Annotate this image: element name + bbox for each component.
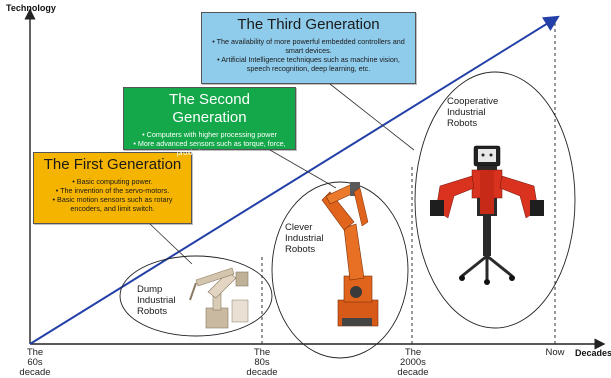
third-generation-box: The Third Generation The availability of…: [201, 12, 416, 84]
robot-label-line: Robots: [137, 306, 168, 317]
tick-label-line: The: [253, 347, 271, 358]
first-generation-box: The First Generation Basic computing pow…: [33, 152, 192, 224]
technology-trend-line: [29, 15, 560, 345]
robot-label-line: Industrial: [447, 107, 486, 118]
tick-label-line: The: [26, 347, 44, 358]
tick-label-line: Now: [545, 347, 565, 358]
bullet-item: Basic computing power.: [40, 177, 185, 186]
robot-label-line: Robots: [285, 244, 316, 255]
cooperative-robot-icon: [430, 145, 544, 285]
second-generation-title: The Second Generation: [169, 91, 250, 126]
dump-robot-arm-icon: [189, 267, 249, 329]
robot-label-line: Clever: [285, 222, 313, 233]
robot-label-line: Robots: [447, 118, 478, 129]
clever-robots-label: Clever Industrial Robots: [285, 222, 324, 255]
second-generation-bullets: Computers with higher processing power M…: [130, 130, 289, 157]
cooperative-robots-ellipse: [414, 71, 576, 329]
second-generation-box: The Second Generation Computers with hig…: [123, 87, 296, 157]
clever-robots-ellipse: [271, 181, 409, 359]
first-generation-title: The First Generation: [43, 156, 182, 173]
y-axis-title: Technology: [6, 3, 56, 13]
tick-label-60s: The 60s decade: [18, 348, 52, 378]
dump-robots-ellipse: [119, 255, 273, 337]
robot-label-line: Dump: [137, 284, 163, 295]
cooperative-robots-label: Cooperative Industrial Robots: [447, 96, 498, 129]
connector-first-generation: [149, 223, 193, 265]
bullet-item: The availability of more powerful embedd…: [208, 37, 409, 55]
bullet-item: Basic motion sensors such as rotary enco…: [40, 195, 185, 213]
dump-robots-label: Dump Industrial Robots: [137, 284, 176, 317]
clever-robot-arm-icon: [321, 182, 379, 327]
tick-label-line: The: [404, 347, 422, 358]
connector-third-generation: [329, 83, 415, 151]
third-generation-title: The Third Generation: [237, 16, 380, 33]
bullet-item: Computers with higher processing power: [130, 130, 289, 139]
robot-label-line: Industrial: [137, 295, 176, 306]
third-generation-bullets: The availability of more powerful embedd…: [208, 37, 409, 73]
robot-label-line: Cooperative: [447, 96, 499, 107]
tick-label-now: Now: [540, 348, 570, 358]
x-axis-title: Decades: [575, 348, 611, 358]
tick-label-line: 60s: [27, 357, 43, 368]
tick-label-2000s: The 2000s decade: [394, 348, 432, 378]
tick-label-line: decade: [246, 367, 278, 378]
tick-label-line: decade: [19, 367, 51, 378]
tick-label-line: 2000s: [400, 357, 426, 368]
robot-label-line: Industrial: [285, 233, 324, 244]
first-generation-bullets: Basic computing power. The invention of …: [40, 177, 185, 213]
bullet-item: The invention of the servo-motors.: [40, 186, 185, 195]
tick-label-line: 80s: [254, 357, 270, 368]
tick-label-line: decade: [397, 367, 429, 378]
bullet-item: Artificial Intelligence techniques such …: [208, 55, 409, 73]
bullet-item: More advanced sensors such as torque, fo…: [130, 139, 289, 157]
tick-label-80s: The 80s decade: [245, 348, 279, 378]
